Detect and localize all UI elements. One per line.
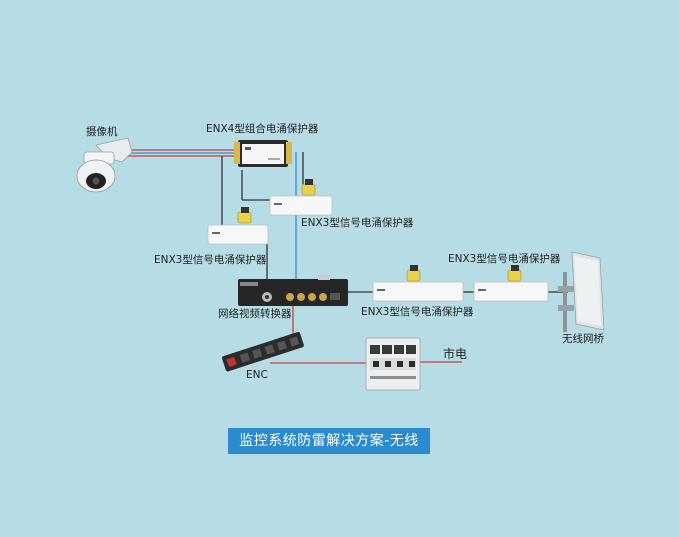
- enx3-label-b: ENX3型信号电涌保护器: [301, 217, 414, 229]
- enx3-device-a: [207, 207, 269, 245]
- enc-label: ENC: [246, 369, 268, 381]
- enx3-label-c: ENX3型信号电涌保护器: [361, 306, 474, 318]
- enx3-label-d: ENX3型信号电涌保护器: [448, 253, 561, 265]
- camera-device: [76, 137, 133, 193]
- converter-label: 网络视频转换器: [218, 308, 292, 320]
- enx3-device-b: [269, 179, 333, 216]
- enx4-device: [234, 140, 292, 167]
- converter-device: [238, 275, 348, 306]
- bridge-device: [558, 251, 605, 332]
- enc-device: [222, 331, 304, 372]
- enx3-label-a: ENX3型信号电涌保护器: [154, 254, 267, 266]
- enx3-device-d: [473, 265, 549, 302]
- enx3-device-c: [372, 265, 464, 302]
- enx4-label: ENX4型组合电涌保护器: [206, 123, 319, 135]
- camera-label: 摄像机: [86, 126, 118, 138]
- mains-spd-device: [365, 337, 421, 391]
- bridge-label: 无线网桥: [562, 333, 604, 345]
- diagram-title: 监控系统防雷解决方案-无线: [228, 428, 430, 454]
- mains-label: 市电: [443, 347, 468, 361]
